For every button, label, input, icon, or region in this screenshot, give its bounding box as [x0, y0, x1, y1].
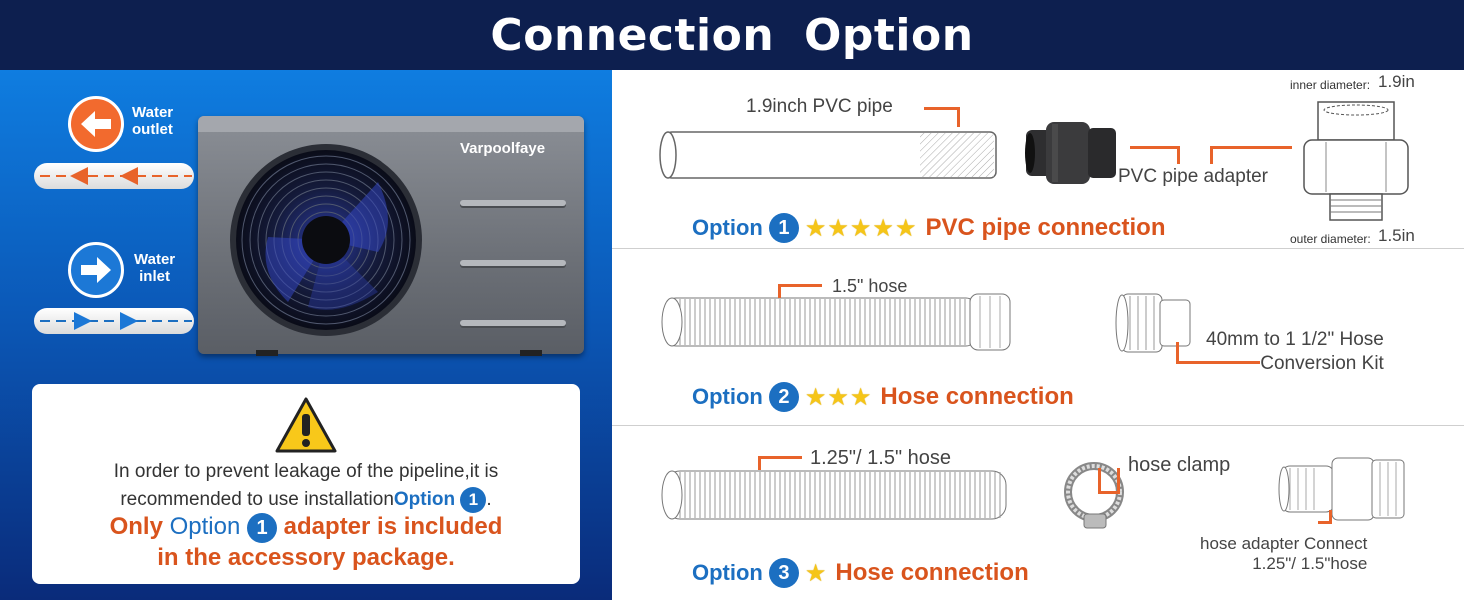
outer-diameter-label: outer diameter: — [1290, 232, 1371, 246]
notice-option-num: 1 — [460, 486, 487, 513]
conversion-kit-icon — [1115, 293, 1191, 353]
unit-top-cover — [198, 116, 584, 132]
section-divider — [612, 248, 1464, 249]
adapter-pointer-line — [1318, 510, 1332, 524]
option-1-heading: Option 1 ★★★★★ PVC pipe connection — [692, 213, 1165, 243]
header-banner: Connection Option — [0, 0, 1464, 70]
page-title: Connection Option — [490, 9, 974, 61]
pvc-pipe-label: 1.9inch PVC pipe — [746, 96, 893, 117]
notice-highlight-line-1: Only Option 1 adapter is included — [32, 512, 580, 543]
pvc-pipe-icon — [659, 131, 997, 179]
inner-diameter-value: 1.9in — [1378, 72, 1415, 91]
option-2-number: 2 — [768, 382, 799, 412]
vent-slot — [460, 320, 566, 326]
highlight-option-word: Option — [169, 513, 241, 540]
pvc-adapter-label: PVC pipe adapter — [1118, 166, 1268, 187]
left-panel: Water outlet Water inlet — [0, 70, 612, 600]
kit-label-line-1: 40mm to 1 1/2" Hose — [1206, 329, 1384, 350]
inlet-arrows-icon — [40, 312, 192, 330]
option-1-number: 1 — [768, 213, 799, 243]
option-1-word: Option — [692, 215, 763, 240]
highlight-option-num: 1 — [247, 512, 277, 543]
notice-highlight-line-2: in the accessory package. — [157, 543, 455, 571]
brand-label: Varpoolfaye — [460, 140, 546, 157]
option-3-title: Hose connection — [835, 559, 1029, 586]
hose-pointer-line — [758, 456, 802, 470]
right-panel: 1.9inch PVC pipe PVC pipe adapter inner … — [612, 70, 1464, 600]
adapter-diagram-icon — [1303, 101, 1409, 221]
hose-adapter-label: hose adapter Connect 1.25"/ 1.5"hose — [1200, 534, 1367, 574]
kit-label: 40mm to 1 1/2" Hose Conversion Kit — [1206, 328, 1384, 376]
pipe-pointer-line — [924, 107, 960, 127]
hose-label: 1.25"/ 1.5" hose — [810, 447, 951, 469]
outer-diameter-value: 1.5in — [1378, 226, 1415, 245]
option-2-heading: Option 2 ★★★ Hose connection — [692, 382, 1074, 412]
hose-clamp-label: hose clamp — [1128, 454, 1231, 476]
adapter-diagram-pointer-line — [1210, 146, 1292, 164]
option-3-number: 3 — [768, 558, 799, 588]
fan-icon — [230, 144, 422, 336]
outlet-arrow-icon — [68, 96, 124, 152]
hose-adapter-icon — [1278, 457, 1405, 521]
notice-line-2: recommended to use installationOption 1. — [32, 486, 580, 514]
highlight-mid: adapter is included — [283, 513, 503, 540]
notice-option-word: Option — [393, 489, 456, 510]
option-2-word: Option — [692, 384, 763, 409]
warning-icon — [275, 397, 337, 453]
notice-line-2-end: . — [486, 489, 492, 510]
clamp-pointer-line — [1098, 468, 1120, 494]
kit-pointer-line — [1176, 342, 1260, 364]
pvc-adapter-icon — [1025, 122, 1116, 184]
section-divider — [612, 425, 1464, 426]
heat-pump-unit: Varpoolfaye — [198, 116, 584, 354]
adapter-pointer-line — [1130, 146, 1180, 164]
hose-pointer-line — [778, 284, 822, 298]
notice-highlight: Only Option 1 adapter is included in the… — [32, 512, 580, 573]
notice-line-1: In order to prevent leakage of the pipel… — [113, 461, 499, 482]
option-3-star-icons: ★ — [804, 559, 828, 587]
vent-slot — [460, 200, 566, 206]
inner-diameter-label: inner diameter: — [1290, 78, 1371, 92]
unit-foot — [256, 350, 278, 356]
kit-label-line-2: Conversion Kit — [1260, 353, 1384, 374]
inlet-pipe — [34, 308, 194, 334]
option-3-heading: Option 3 ★ Hose connection — [692, 558, 1029, 588]
hose-label: 1.5" hose — [832, 276, 908, 296]
outlet-pipe — [34, 163, 194, 189]
outlet-arrows-icon — [40, 167, 192, 185]
water-inlet-label: Water inlet — [134, 251, 176, 285]
option-2-star-icons: ★★★ — [804, 383, 873, 411]
option-1-star-icons: ★★★★★ — [804, 214, 918, 242]
notice-card: In order to prevent leakage of the pipel… — [32, 384, 580, 584]
option-2-title: Hose connection — [880, 383, 1074, 410]
hose-icon — [661, 470, 1007, 520]
notice-line-2-text: recommended to use installation — [120, 489, 394, 510]
hose-adapter-label-line-2: 1.25"/ 1.5"hose — [1252, 554, 1368, 573]
water-outlet-label: Water outlet — [132, 104, 174, 138]
notice-text: In order to prevent leakage of the pipel… — [32, 458, 580, 514]
unit-foot — [520, 350, 542, 356]
hose-clamp-icon — [1064, 462, 1124, 529]
option-1-title: PVC pipe connection — [925, 214, 1166, 241]
option-3-word: Option — [692, 560, 763, 585]
hose-adapter-label-line-1: hose adapter Connect — [1200, 534, 1368, 553]
hose-icon — [661, 293, 1011, 351]
highlight-only: Only — [109, 513, 163, 540]
vent-slot — [460, 260, 566, 266]
inlet-arrow-icon — [68, 242, 124, 298]
